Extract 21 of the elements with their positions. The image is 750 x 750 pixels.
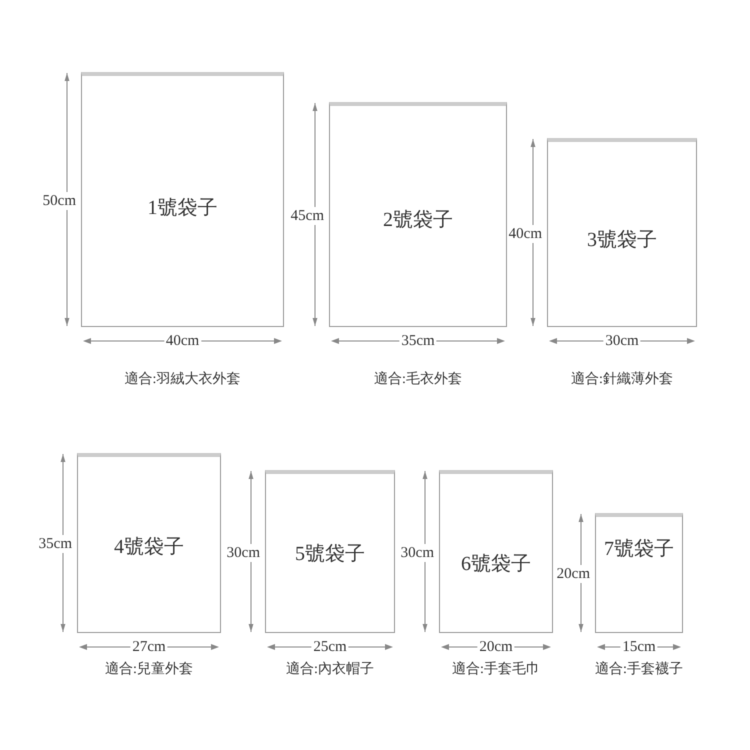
height-dimension: 35cm	[36, 535, 74, 553]
usage-note: 適合:兒童外套	[105, 661, 193, 679]
bag-label: 2號袋子	[383, 208, 453, 233]
height-dimension: 40cm	[506, 224, 544, 242]
height-dimension: 30cm	[224, 544, 262, 562]
bag-label: 5號袋子	[295, 542, 365, 567]
usage-note: 適合:手套襪子	[595, 661, 683, 679]
usage-note: 適合:內衣帽子	[286, 661, 374, 679]
height-dimension: 20cm	[554, 565, 592, 583]
usage-note: 適合:毛衣外套	[374, 371, 462, 389]
height-dimension: 30cm	[398, 544, 436, 562]
usage-note: 適合:手套毛巾	[452, 661, 540, 679]
bag-label: 7號袋子	[604, 537, 674, 562]
bag-label: 3號袋子	[587, 228, 657, 253]
bag-label: 4號袋子	[114, 535, 184, 560]
bag-label: 6號袋子	[461, 552, 531, 577]
usage-note: 適合:針織薄外套	[571, 371, 673, 389]
bag-label: 1號袋子	[148, 196, 218, 221]
usage-note: 適合:羽絨大衣外套	[124, 371, 240, 389]
height-dimension: 50cm	[40, 192, 78, 210]
height-dimension: 45cm	[288, 206, 326, 224]
